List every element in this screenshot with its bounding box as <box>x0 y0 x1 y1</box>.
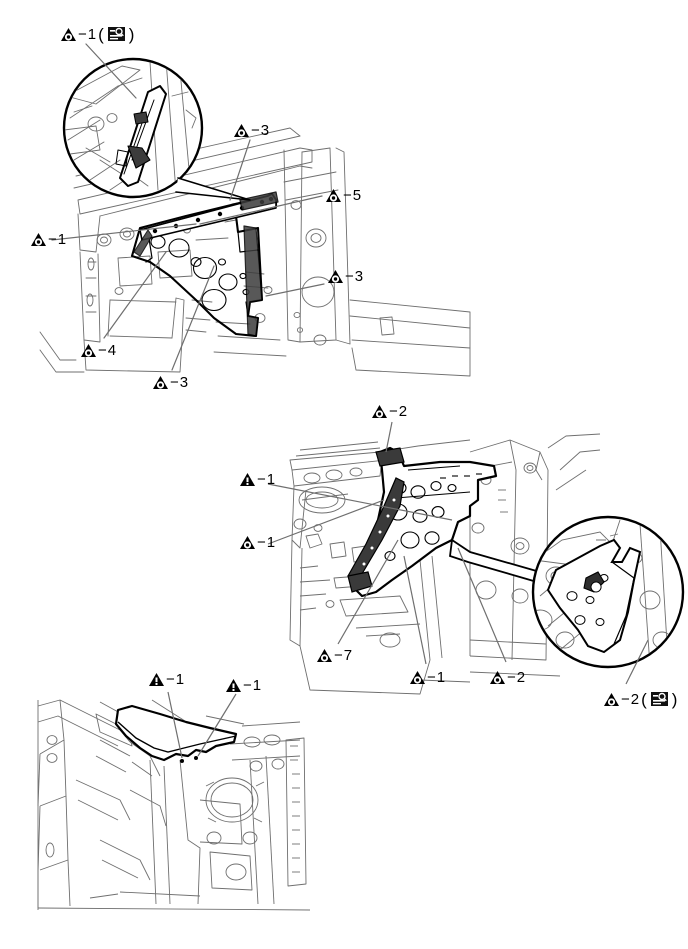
triangle-caution-icon <box>226 679 241 692</box>
triangle-bullseye-icon <box>326 189 341 202</box>
callout-c10[interactable]: − 1 <box>239 535 275 550</box>
triangle-bullseye-icon <box>317 649 332 662</box>
triangle-bullseye-icon <box>240 536 255 549</box>
callout-number: 4 <box>107 342 117 359</box>
callout-dash: − <box>257 471 266 488</box>
callout-c01[interactable]: − 1 ( ) <box>60 24 135 44</box>
callout-c07[interactable]: − 3 <box>152 375 188 390</box>
triangle-bullseye-icon <box>410 671 425 684</box>
callout-number: 1 <box>436 669 446 686</box>
callout-c11[interactable]: − 7 <box>316 648 352 663</box>
callout-dash: − <box>343 187 352 204</box>
callout-number: 1 <box>252 677 262 694</box>
detail-view-icon[interactable] <box>107 26 126 42</box>
triangle-bullseye-icon <box>61 27 76 41</box>
callout-number: 3 <box>354 268 364 285</box>
callout-c06[interactable]: − 4 <box>80 343 116 358</box>
callout-dash: − <box>251 122 260 139</box>
callout-dash: − <box>427 669 436 686</box>
detail-view-icon[interactable] <box>650 691 669 707</box>
callout-number: 1 <box>87 25 97 43</box>
callout-number: 1 <box>175 671 185 688</box>
paren-close: ) <box>671 689 678 709</box>
paren-close: ) <box>128 24 135 44</box>
callout-c03[interactable]: − 5 <box>325 188 361 203</box>
triangle-bullseye-icon <box>153 376 168 389</box>
callout-c08[interactable]: − 2 <box>371 404 407 419</box>
callout-dash: − <box>257 534 266 551</box>
triangle-caution-icon <box>240 473 255 486</box>
callout-number: 2 <box>516 669 526 686</box>
paren-open: ( <box>98 24 104 44</box>
triangle-caution-icon <box>149 673 164 686</box>
callout-number: 2 <box>630 690 640 708</box>
callout-number: 2 <box>398 403 408 420</box>
callout-number: 1 <box>57 231 67 248</box>
callout-dash: − <box>78 25 87 43</box>
paren-open: ( <box>641 689 647 709</box>
callout-dash: − <box>166 671 175 688</box>
triangle-bullseye-icon <box>234 124 249 137</box>
callout-dash: − <box>345 268 354 285</box>
callout-c04[interactable]: − 1 <box>30 232 66 247</box>
callout-c13[interactable]: − 2 <box>489 670 525 685</box>
callout-c16[interactable]: − 1 <box>225 678 261 693</box>
callout-number: 3 <box>260 122 270 139</box>
callout-dash: − <box>389 403 398 420</box>
triangle-bullseye-icon <box>328 270 343 283</box>
callout-c14[interactable]: − 2 ( ) <box>603 689 678 709</box>
callout-dash: − <box>98 342 107 359</box>
callout-c05[interactable]: − 3 <box>327 269 363 284</box>
callout-dash: − <box>507 669 516 686</box>
callout-dash: − <box>334 647 343 664</box>
callout-c09[interactable]: − 1 <box>239 472 275 487</box>
callout-dash: − <box>243 677 252 694</box>
callout-c12[interactable]: − 1 <box>409 670 445 685</box>
callout-dash: − <box>170 374 179 391</box>
triangle-bullseye-icon <box>81 344 96 357</box>
callout-dash: − <box>48 231 57 248</box>
callout-dash: − <box>621 690 630 708</box>
callout-number: 7 <box>343 647 353 664</box>
callout-number: 1 <box>266 471 276 488</box>
callout-c15[interactable]: − 1 <box>148 672 184 687</box>
triangle-bullseye-icon <box>490 671 505 684</box>
triangle-bullseye-icon <box>604 692 619 706</box>
triangle-bullseye-icon <box>31 233 46 246</box>
callout-number: 5 <box>352 187 362 204</box>
callout-number: 1 <box>266 534 276 551</box>
triangle-bullseye-icon <box>372 405 387 418</box>
callout-c02[interactable]: − 3 <box>233 123 269 138</box>
callout-number: 3 <box>179 374 189 391</box>
